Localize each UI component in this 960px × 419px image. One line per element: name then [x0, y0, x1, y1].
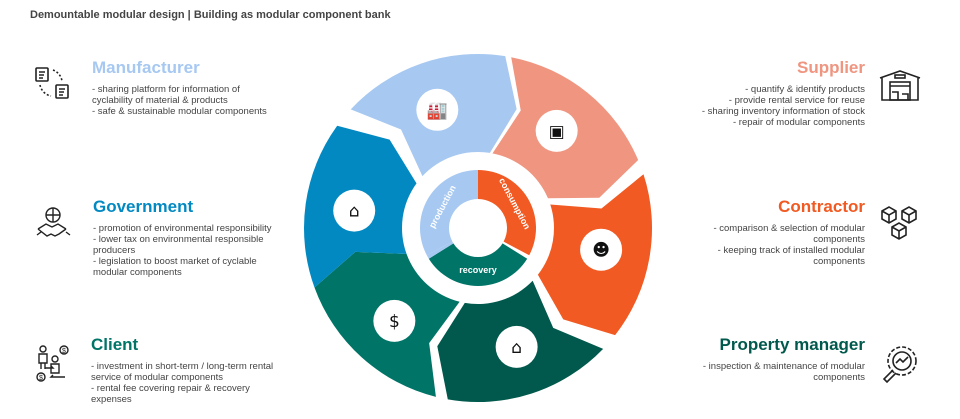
list-item: - sharing platform for information of cy…: [92, 84, 240, 106]
cubes-icon: [881, 206, 917, 240]
globe-handshake-icon: [36, 207, 71, 237]
list-item: - quantify & identify products: [745, 84, 865, 95]
money-people-icon: $: [373, 299, 416, 342]
government-block: Government - promotion of environmental …: [93, 197, 293, 278]
hub-segment-consumption: [478, 170, 536, 256]
list-item: - rental fee covering repair & recovery …: [91, 383, 250, 405]
contractor-heading: Contractor: [778, 197, 865, 216]
list-item: - provide rental service for reuse: [728, 95, 865, 106]
hub-segment-recovery: [428, 243, 528, 286]
people-money-exchange-icon: $ $: [36, 345, 69, 382]
svg-text:☻: ☻: [592, 241, 610, 261]
person-house-icon: ⌂: [495, 325, 538, 368]
property-manager-heading: Property manager: [719, 335, 866, 354]
svg-text:$: $: [62, 348, 66, 355]
contractor-block: Contractor - comparison & selection of m…: [685, 197, 865, 267]
list-item: - comparison & selection of modular comp…: [713, 223, 865, 245]
government-heading: Government: [93, 197, 194, 216]
construction-worker-icon: ☻: [580, 228, 623, 271]
list-item: - lower tax on environmental responsible…: [93, 234, 264, 256]
factory-icon: 🏭: [416, 88, 459, 131]
client-block: Client - investment in short-term / long…: [91, 335, 286, 405]
client-heading: Client: [91, 335, 139, 354]
list-item: - legislation to boost market of cyclabl…: [93, 256, 257, 278]
gear-magnifier-icon: [882, 346, 917, 384]
manufacturer-heading: Manufacturer: [92, 58, 200, 77]
svg-text:⌂: ⌂: [349, 202, 360, 222]
document-cycle-icon: [35, 67, 69, 99]
list-item: - repair of modular components: [732, 117, 865, 128]
list-item: - inspection & maintenance of modular co…: [702, 361, 865, 383]
list-item: - promotion of environmental responsibil…: [93, 223, 272, 234]
property-manager-block: Property manager - inspection & maintena…: [665, 335, 865, 383]
svg-text:⌂: ⌂: [511, 338, 522, 358]
svg-text:🏭: 🏭: [427, 101, 448, 121]
manufacturer-block: Manufacturer - sharing platform for info…: [92, 58, 282, 117]
government-building-icon: ⌂: [333, 189, 376, 232]
hand-truck-icon: ▣: [535, 109, 578, 152]
svg-text:▣: ▣: [549, 122, 565, 142]
hub-label-recovery: recovery: [459, 265, 497, 275]
page-title: Demountable modular design | Building as…: [30, 9, 391, 21]
list-item: - investment in short-term / long-term r…: [91, 361, 274, 383]
warehouse-icon: [879, 70, 921, 101]
supplier-heading: Supplier: [796, 58, 865, 77]
list-item: - keeping track of installed modular com…: [717, 245, 865, 267]
hub-segment-production: [419, 170, 478, 256]
list-item: - sharing inventory information of stock: [701, 106, 865, 117]
supplier-block: Supplier - quantify & identify products-…: [665, 58, 865, 128]
svg-text:$: $: [39, 375, 43, 382]
svg-text:$: $: [389, 312, 400, 332]
list-item: - safe & sustainable modular components: [92, 106, 267, 117]
